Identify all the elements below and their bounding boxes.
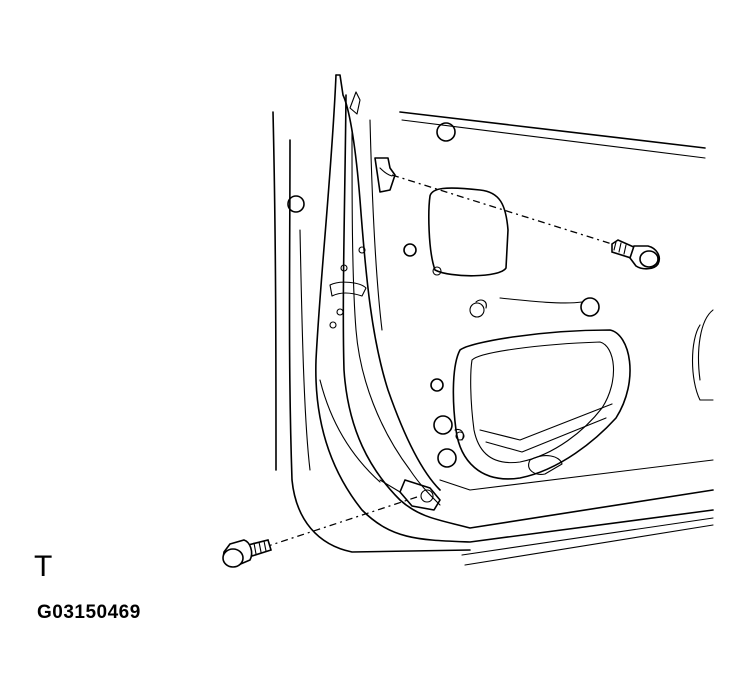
pillar-outline	[272, 111, 471, 553]
lower-hinge	[379, 479, 441, 511]
lower-bolt-guide-line	[264, 495, 421, 548]
door-inner-panel	[374, 111, 714, 491]
torque-symbol: T	[34, 550, 53, 583]
figure-code: G03150469	[37, 602, 141, 623]
upper-bolt-guide-line	[391, 174, 613, 245]
upper-bolt-icon	[611, 239, 661, 270]
door-front-edge	[315, 74, 714, 566]
lower-bolt-icon	[222, 539, 272, 568]
